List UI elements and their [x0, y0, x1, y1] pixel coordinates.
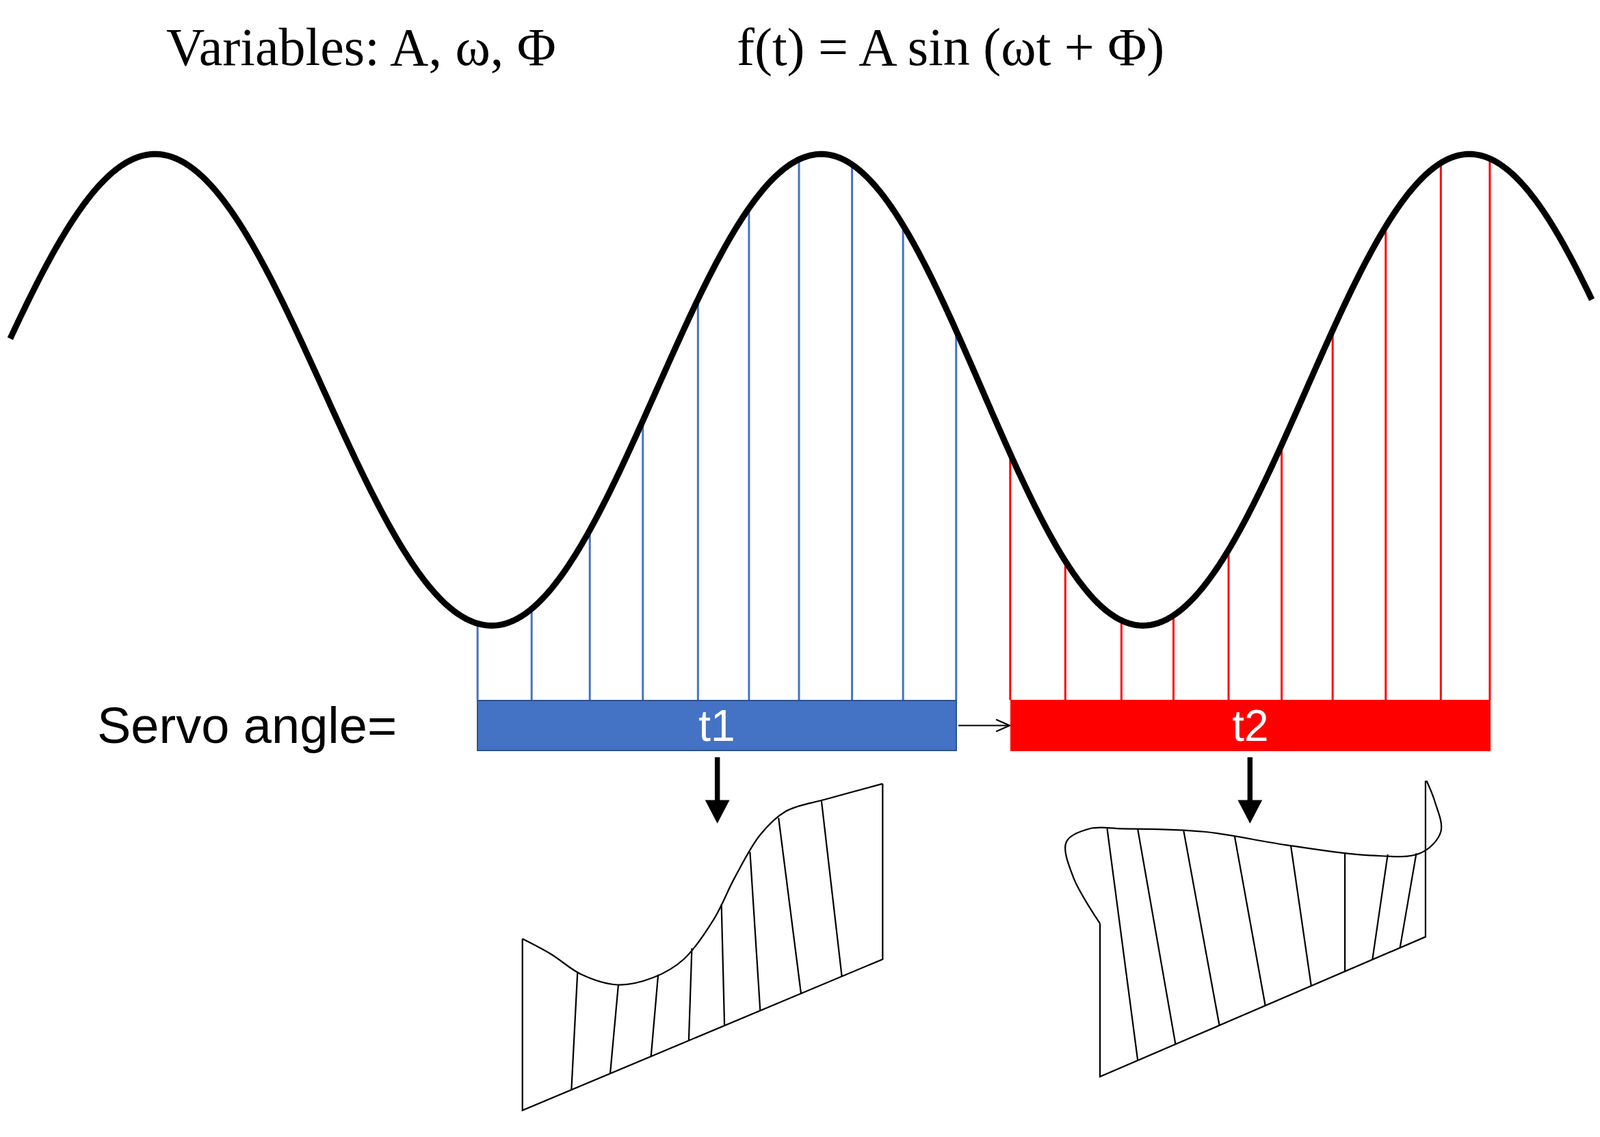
sample-line [1120, 620, 1123, 700]
sketch-hatch [571, 972, 578, 1090]
sample-line [1439, 162, 1442, 700]
segment-label: t2 [1231, 703, 1269, 748]
sequence-arrow [958, 725, 1010, 727]
down-arrow [1247, 757, 1253, 807]
sample-line [1280, 444, 1283, 700]
sample-line [1008, 453, 1012, 700]
profile-sketch [1065, 780, 1442, 1077]
sketch-hatch [1234, 836, 1266, 1006]
sample-line [747, 207, 750, 700]
down-arrow [714, 757, 720, 807]
sample-line [798, 159, 801, 700]
segment-label: t1 [698, 703, 735, 748]
profile-sketch [522, 783, 884, 1111]
sample-line [641, 420, 644, 700]
sketch-hatch [1344, 852, 1346, 972]
down-arrow-head [705, 800, 730, 824]
formula-text: Variables: A, ω, Φ [166, 20, 557, 74]
formula-text: f(t) = A sin (ωt + Φ) [736, 20, 1165, 74]
sketch-outline [1099, 780, 1426, 1077]
sample-line [530, 608, 533, 700]
sample-line [1488, 158, 1491, 700]
sketch-hatch [610, 984, 619, 1074]
sketch-outline [1065, 780, 1442, 924]
sample-line [902, 225, 905, 700]
sketch-hatch [749, 851, 760, 1011]
sample-line [850, 164, 854, 701]
time-segment-bar: t1 [476, 699, 957, 752]
sketch-hatch [821, 800, 843, 977]
sine-wave [10, 153, 1592, 626]
sample-line [954, 330, 957, 700]
sketch-hatch [1400, 853, 1417, 948]
sample-line [1172, 615, 1175, 701]
sketch-hatch [688, 948, 692, 1041]
sample-line [697, 299, 700, 701]
axis-label: Servo angle= [97, 700, 397, 752]
sketch-hatch [1183, 831, 1219, 1026]
sample-line [588, 530, 592, 701]
sketch-hatch [721, 904, 725, 1026]
sample-line [1331, 330, 1334, 700]
sample-line [1384, 226, 1387, 700]
sketch-hatch [1372, 854, 1388, 960]
sample-line [1064, 560, 1067, 700]
sample-line [476, 623, 479, 700]
illustration-group [10, 153, 1592, 1111]
time-segment-bar: t2 [1010, 699, 1491, 752]
sketch-outline [522, 783, 884, 1111]
sketch-hatch [1137, 829, 1176, 1044]
sketch-hatch [1290, 845, 1312, 986]
sketch-hatch [651, 974, 659, 1057]
down-arrow-head [1237, 800, 1263, 824]
sketch-outline [522, 783, 884, 986]
sketch-hatch [778, 818, 802, 994]
sketch-hatch [1107, 828, 1139, 1061]
sample-line [1227, 549, 1230, 701]
